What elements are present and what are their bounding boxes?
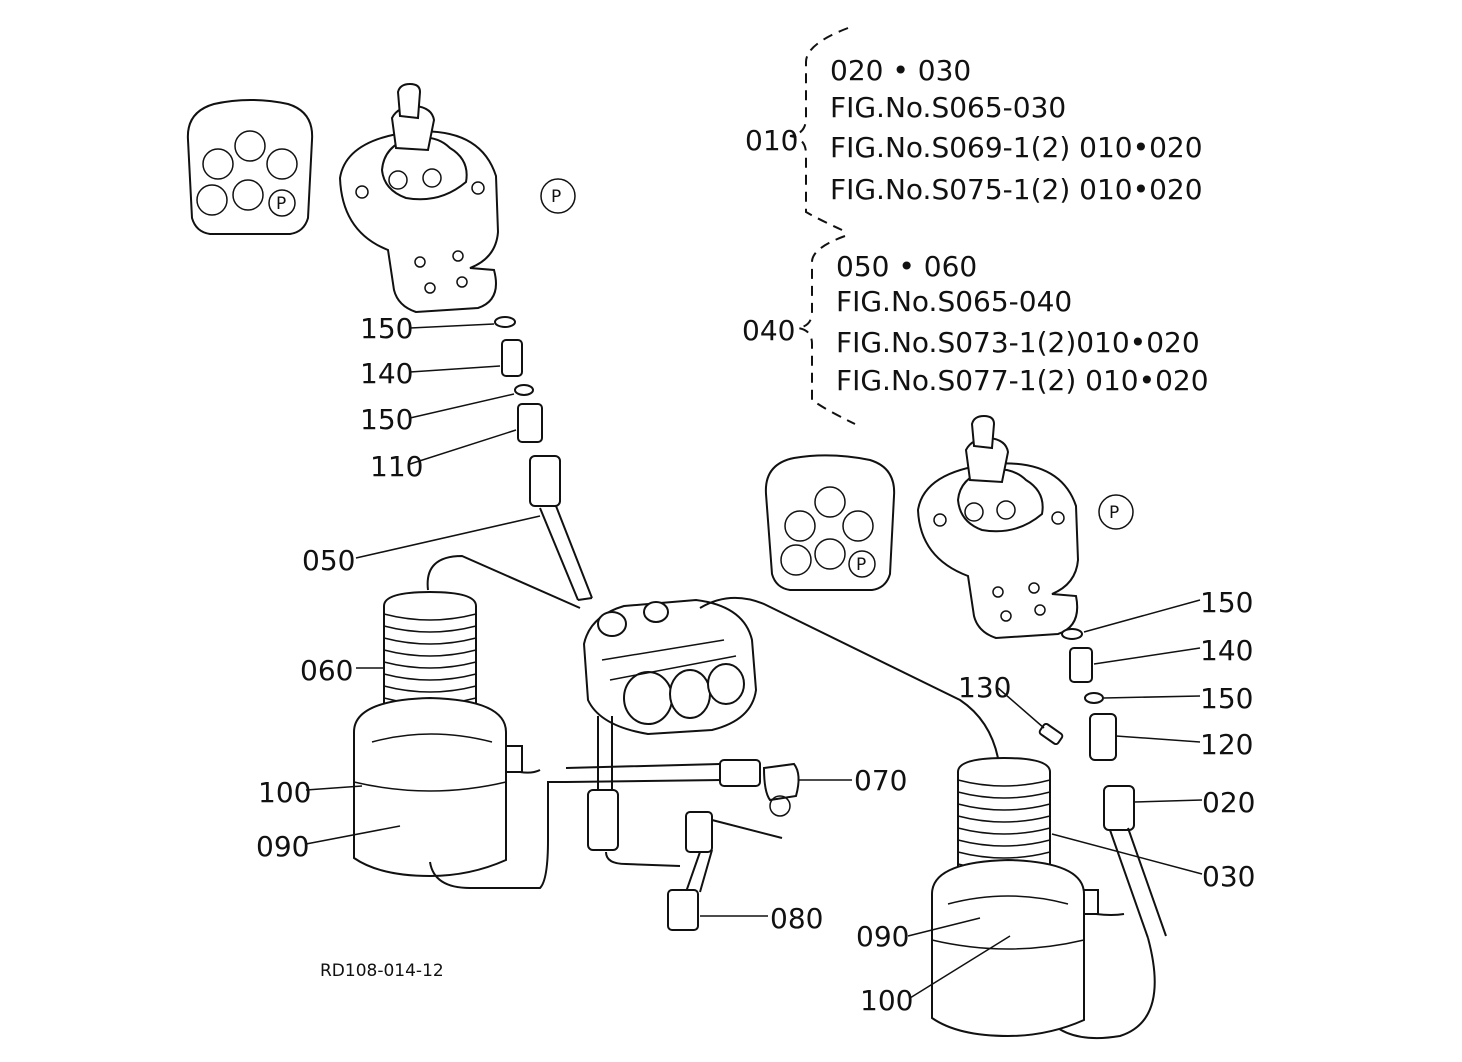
group-010-line-1: 020 • 030: [830, 54, 971, 87]
group-010-line-3: FIG.No.S069-1(2) 010•020: [830, 131, 1203, 164]
callout-060: 060: [300, 654, 353, 687]
callouts-left: 150 140 150 110 050 060 100 090: [256, 312, 423, 863]
left-port-inset: P: [186, 99, 314, 235]
callout-150-top-right: 150: [1200, 586, 1253, 619]
group-010-number: 010: [745, 124, 798, 157]
right-spring-canister: [931, 756, 1125, 1038]
group-010-line-2: FIG.No.S065-030: [830, 91, 1066, 124]
group-010-line-4: FIG.No.S075-1(2) 010•020: [830, 173, 1203, 206]
callout-140-right: 140: [1200, 634, 1253, 667]
right-port-inset: P: [764, 454, 896, 591]
callout-100-left: 100: [258, 776, 311, 809]
drawing-code: RD108-014-12: [320, 961, 444, 981]
callout-150-lower-left: 150: [360, 403, 413, 436]
right-port-marker: P: [1098, 494, 1134, 530]
left-fittings: [494, 316, 593, 601]
callout-020: 020: [1202, 786, 1255, 819]
group-040-line-3: FIG.No.S073-1(2)010•020: [836, 326, 1200, 359]
left-port-marker-label: P: [551, 187, 561, 207]
callout-050: 050: [302, 544, 355, 577]
right-pilot-valve: [916, 414, 1080, 640]
callout-120: 120: [1200, 728, 1253, 761]
callout-130: 130: [958, 671, 1011, 704]
callout-090-left: 090: [256, 830, 309, 863]
callout-140-left: 140: [360, 357, 413, 390]
leader-lines: [305, 323, 1203, 999]
callouts-right: 150 140 130 150 120 020 030 090 100: [856, 586, 1255, 1017]
right-port-marker-label: P: [1109, 503, 1119, 523]
central-valve-block: [565, 596, 999, 931]
group-040-line-4: FIG.No.S077-1(2) 010•020: [836, 364, 1209, 397]
left-port-marker: P: [540, 178, 576, 214]
left-inset-port-label: P: [276, 194, 286, 214]
callout-150-top-left: 150: [360, 312, 413, 345]
callout-090-right: 090: [856, 920, 909, 953]
callout-150-lower-right: 150: [1200, 682, 1253, 715]
left-spring-canister: [353, 554, 581, 889]
callout-080: 080: [770, 902, 823, 935]
group-040-bracket: 040 050 • 060 FIG.No.S065-040 FIG.No.S07…: [742, 235, 1209, 425]
group-040-line-2: FIG.No.S065-040: [836, 285, 1072, 318]
callout-030: 030: [1202, 860, 1255, 893]
callout-100-right: 100: [860, 984, 913, 1017]
group-040-line-1: 050 • 060: [836, 250, 977, 283]
callouts-center: 070 080: [770, 764, 907, 935]
right-fittings: [1038, 628, 1167, 1040]
group-010-bracket: 010 020 • 030 FIG.No.S065-030 FIG.No.S06…: [745, 27, 1203, 231]
right-inset-port-label: P: [856, 555, 866, 575]
callout-110: 110: [370, 450, 423, 483]
left-pilot-valve: [338, 82, 500, 314]
callout-070: 070: [854, 764, 907, 797]
group-040-number: 040: [742, 314, 795, 347]
